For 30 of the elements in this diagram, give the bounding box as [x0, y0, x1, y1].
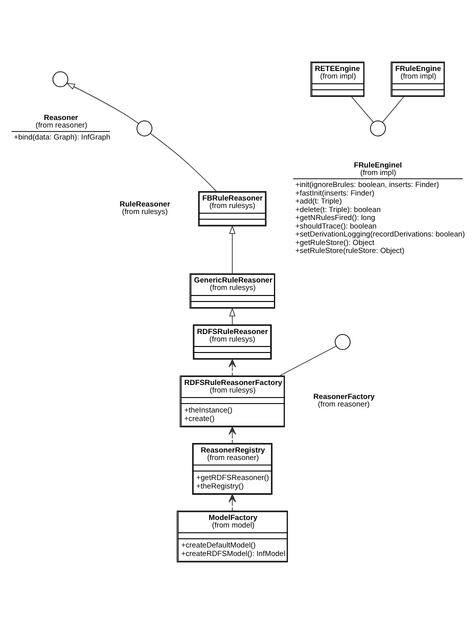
node-label: +setRuleStore(ruleStore: Object): [295, 246, 404, 256]
node-circle: [52, 71, 68, 88]
node-label: +setDerivationLogging(recordDerivations: boolean): [295, 230, 465, 239]
arrow: [229, 224, 236, 274]
connector: [382, 96, 404, 123]
connector: [150, 133, 217, 192]
node-label: (from reasoner): [36, 120, 88, 130]
node-label: +getNRulesFired(): long: [295, 213, 376, 222]
connector: [279, 346, 336, 376]
node-label: +bind(data: Graph): InfGraph: [14, 132, 110, 142]
node-label: ReasonerFactory: [313, 392, 375, 402]
node-circle: [136, 120, 152, 136]
arrow: [66, 82, 139, 124]
node-label: +shouldTrace(): boolean: [295, 221, 377, 230]
node-label: +add(t: Triple): [295, 196, 342, 206]
node-circle: [370, 120, 386, 136]
node-label: +getRuleStore(): Object: [295, 238, 374, 247]
node-circle: [334, 334, 351, 350]
node-label: (from reasoner): [318, 400, 370, 409]
arrow: [228, 426, 236, 444]
node-label: RuleReasoner: [120, 200, 170, 209]
node-label: +fastInit(inserts: Finder): [295, 188, 374, 198]
node-label: +init(ignoreBrules: boolean, inserts: Finder): [295, 180, 439, 189]
connector: [351, 96, 374, 123]
node-label: Reasoner: [44, 113, 78, 122]
arrow: [228, 494, 236, 512]
node-label: (from rulesys): [122, 207, 168, 216]
node-label: FRuleEngineI: [354, 160, 402, 170]
node-label: +delete(t: Triple): boolean: [295, 204, 381, 214]
arrow: [228, 359, 236, 376]
